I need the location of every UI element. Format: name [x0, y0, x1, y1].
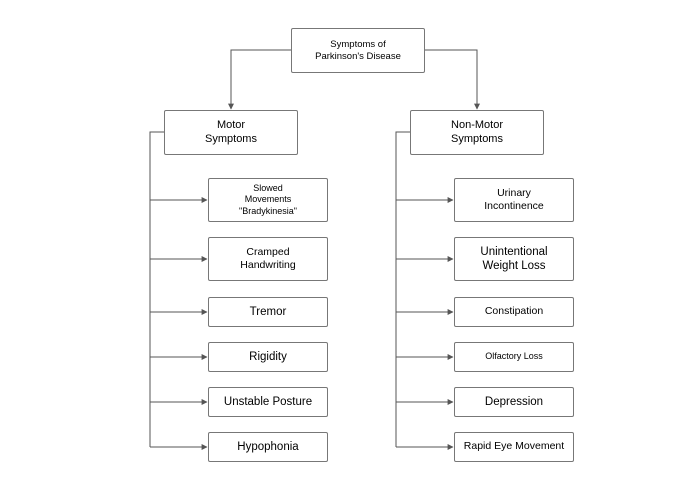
motor-symptoms-label: Motor Symptoms — [205, 118, 257, 145]
nonmotor-item-constipation: Constipation — [454, 297, 574, 327]
nonmotor-item-label: Rapid Eye Movement — [463, 440, 565, 453]
motor-item-label: Hypophonia — [237, 440, 299, 453]
motor-item-unstable-posture: Unstable Posture — [208, 387, 328, 417]
nonmotor-item-label: Constipation — [484, 305, 544, 318]
root-label: Symptoms of Parkinson's Disease — [315, 38, 401, 62]
motor-item-label: Rigidity — [249, 350, 287, 363]
nonmotor-item-olfactory-loss: Olfactory Loss — [454, 342, 574, 372]
motor-item-label: Tremor — [249, 305, 287, 318]
motor-item-label: Unstable Posture — [223, 395, 313, 408]
nonmotor-item-label: Olfactory Loss — [485, 351, 543, 362]
nonmotor-item-urinary-incontinence: Urinary Incontinence — [454, 178, 574, 222]
motor-item-tremor: Tremor — [208, 297, 328, 327]
connector-nonmotor-spine — [395, 131, 410, 447]
non-motor-symptoms-node: Non-Motor Symptoms — [410, 110, 544, 155]
motor-item-label: Slowed Movements "Bradykinesia" — [239, 183, 297, 216]
motor-item-hypophonia: Hypophonia — [208, 432, 328, 462]
motor-item-bradykinesia: Slowed Movements "Bradykinesia" — [208, 178, 328, 222]
nonmotor-item-label: Urinary Incontinence — [484, 186, 544, 212]
non-motor-symptoms-label: Non-Motor Symptoms — [451, 118, 503, 145]
nonmotor-item-depression: Depression — [454, 387, 574, 417]
nonmotor-item-label: Depression — [484, 395, 544, 408]
connector-motor-spine — [149, 131, 164, 447]
motor-item-label: Cramped Handwriting — [240, 245, 296, 271]
connector-root-motor — [228, 49, 291, 110]
nonmotor-item-label: Unintentional Weight Loss — [480, 245, 548, 272]
root-node: Symptoms of Parkinson's Disease — [291, 28, 425, 73]
nonmotor-item-weight-loss: Unintentional Weight Loss — [454, 237, 574, 281]
motor-item-cramped-handwriting: Cramped Handwriting — [208, 237, 328, 281]
motor-item-rigidity: Rigidity — [208, 342, 328, 372]
connector-root-nonmotor — [425, 49, 480, 110]
motor-symptoms-node: Motor Symptoms — [164, 110, 298, 155]
nonmotor-item-rapid-eye-movement: Rapid Eye Movement — [454, 432, 574, 462]
